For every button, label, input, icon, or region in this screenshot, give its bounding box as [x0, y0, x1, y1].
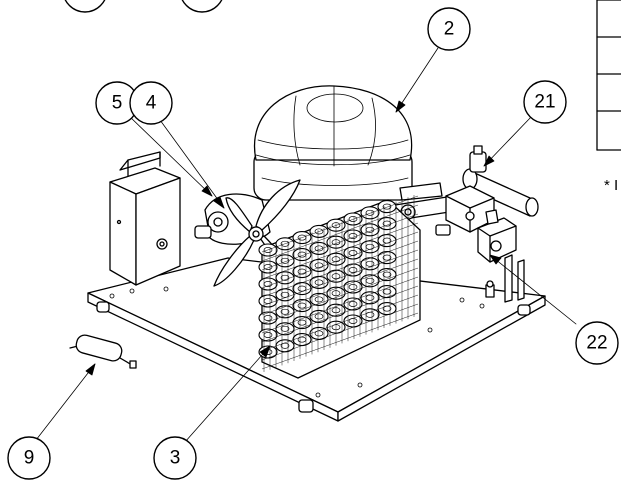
- callout-2: 2: [427, 7, 471, 51]
- leader-lines: [35, 47, 577, 443]
- svg-text:11: 11: [75, 0, 95, 5]
- svg-text:3: 3: [170, 448, 181, 469]
- parts-table: [596, 0, 621, 151]
- svg-text:4: 4: [146, 93, 157, 114]
- svg-text:21: 21: [534, 92, 555, 113]
- callout-3: 3: [153, 436, 197, 480]
- compressor: [253, 85, 413, 201]
- callout-9: 9: [7, 436, 51, 480]
- svg-text:2: 2: [444, 19, 455, 40]
- table-footnote: * I: [604, 177, 618, 194]
- callout-22: 22: [575, 321, 619, 365]
- svg-text:22: 22: [586, 333, 607, 354]
- svg-text:5: 5: [112, 93, 123, 114]
- filter-drier: [69, 334, 137, 369]
- callout-4: 4: [129, 81, 173, 125]
- electrical-box: [109, 151, 181, 286]
- condenser-coil: [258, 195, 421, 379]
- valve-assembly: [435, 145, 539, 303]
- callout-11: 11: [64, 0, 106, 13]
- callout-12: 12: [181, 0, 223, 13]
- callout-21: 21: [523, 80, 567, 124]
- svg-text:9: 9: [24, 448, 35, 469]
- callout-5: 5: [95, 81, 139, 125]
- svg-text:12: 12: [191, 0, 212, 5]
